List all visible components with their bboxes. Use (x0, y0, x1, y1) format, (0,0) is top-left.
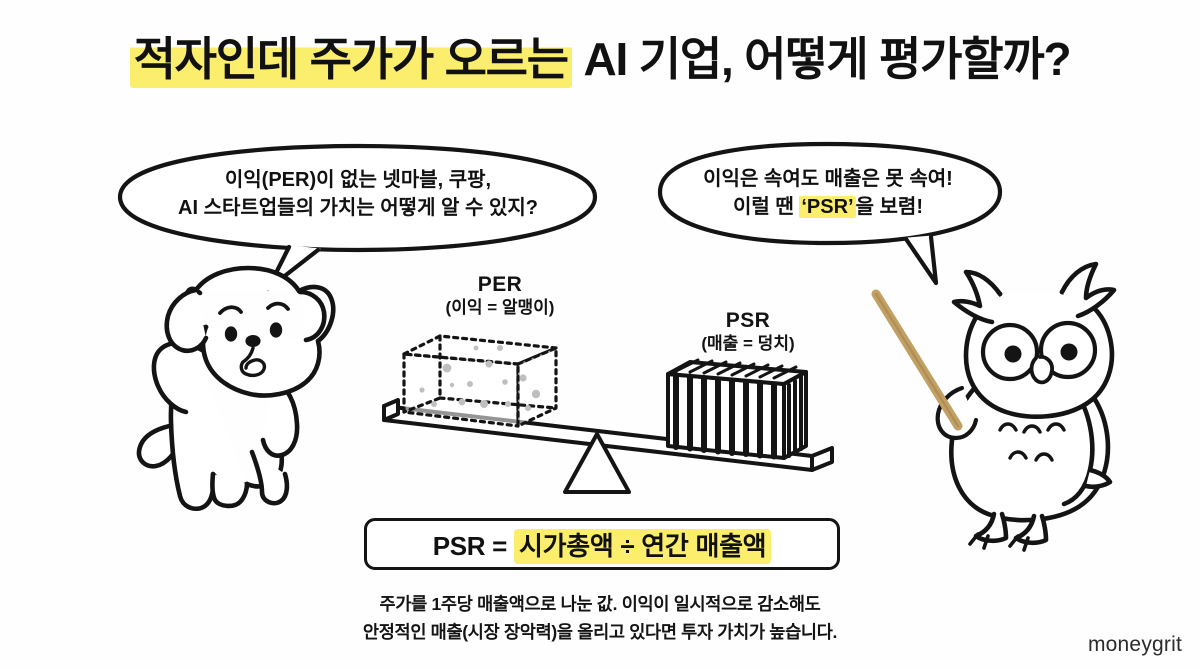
owl-teacher-icon (935, 261, 1117, 552)
bubble-left-line1: 이익(PER)이 없는 넷마블, 쿠팡, (224, 169, 492, 191)
psr-label-main: PSR (725, 309, 771, 332)
pointer-stick-icon (871, 289, 963, 431)
formula-prefix: PSR = (432, 530, 514, 561)
formula-text: PSR = 시가총액 ÷ 연간 매출액 (432, 526, 772, 564)
dog-confused-icon (136, 265, 336, 511)
page-title-highlighted: 적자인데 주가가 오르는 (129, 33, 572, 88)
speech-bubble-left-content: 이익(PER)이 없는 넷마블, 쿠팡, AI 스타트업들의 가치는 어떻게 알… (108, 140, 608, 290)
formula-highlighted: 시가총액 ÷ 연간 매출액 (513, 528, 772, 564)
bubble-right-psr-highlight: ‘PSR’ (799, 196, 856, 219)
speech-bubble-left-text: 이익(PER)이 없는 넷마블, 쿠팡, AI 스타트업들의 가치는 어떻게 알… (108, 166, 608, 223)
caption-line2: 안정적인 매출(시장 장악력)을 올리고 있다면 투자 가치가 높습니다. (362, 622, 838, 643)
speech-bubble-right (657, 141, 1003, 286)
bubble-right-line2-before: 이럴 땐 (733, 196, 800, 219)
bubble-right-line2-after: 을 보렴! (855, 196, 923, 219)
caption-line1: 주가를 1주당 매출액으로 나눈 값. 이익이 일시적으로 감소해도 (379, 594, 821, 614)
psr-label-sub: (매출 = 덩치) (701, 333, 795, 353)
speech-bubble-right-content: 이익은 속여도 매출은 못 속여! 이럴 땐 ‘PSR’을 보렴! (648, 138, 1018, 288)
formula-box: PSR = 시가총액 ÷ 연간 매출액 (364, 518, 840, 570)
solid-striped-box-icon (666, 358, 808, 460)
speech-bubble-right-text: 이익은 속여도 매출은 못 속여! 이럴 땐 ‘PSR’을 보렴! (648, 165, 1008, 222)
caption: 주가를 1주당 매출액으로 나눈 값. 이익이 일시적으로 감소해도 안정적인 … (0, 590, 1200, 647)
per-label-main: PER (477, 273, 523, 296)
page-title: 적자인데 주가가 오르는 AI 기업, 어떻게 평가할까? (0, 33, 1200, 88)
dotted-box-speckles (419, 345, 541, 411)
dotted-empty-box-icon (402, 334, 558, 428)
per-label: PER (이익 = 알맹이) (400, 272, 600, 318)
bubble-left-line2: AI 스타트업들의 가치는 어떻게 알 수 있지? (178, 197, 538, 220)
page-title-rest: AI 기업, 어떻게 평가할까? (571, 33, 1072, 85)
per-label-sub: (이익 = 알맹이) (445, 297, 555, 317)
watermark: moneygrit (1087, 633, 1182, 656)
bubble-right-line1: 이익은 속여도 매출은 못 속여! (703, 168, 953, 190)
psr-label: PSR (매출 = 덩치) (648, 308, 848, 354)
